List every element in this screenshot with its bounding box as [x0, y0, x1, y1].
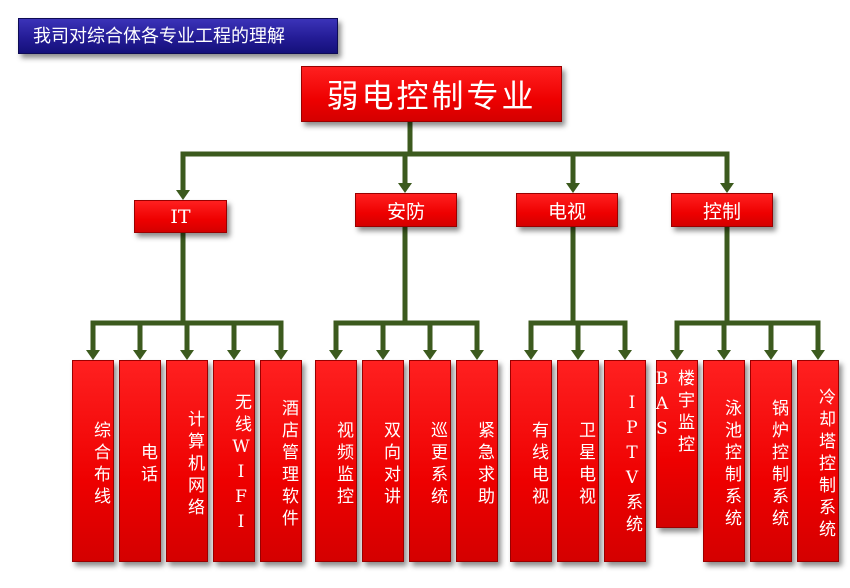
leaf-node: 视频监控 [315, 360, 357, 562]
leaf-node: 锅炉控制系统 [750, 360, 792, 562]
leaf-node: 综合布线 [72, 360, 114, 562]
arrow-head [524, 350, 538, 360]
arrow-head [329, 350, 343, 360]
leaf-node: 双向对讲 [362, 360, 404, 562]
category-node-tv: 电视 [516, 193, 618, 227]
leaf-node: 巡更系统 [409, 360, 451, 562]
category-node-security: 安防 [355, 193, 457, 227]
arrow-head [670, 350, 684, 360]
arrow-head [470, 350, 484, 360]
leaf-node: 楼宇监控BAS [652, 360, 698, 528]
arrow-head [376, 350, 390, 360]
leaf-node: 冷却塔控制系统 [797, 360, 839, 562]
leaf-node: 无线WIFI [213, 360, 255, 562]
leaf-node: 卫星电视 [557, 360, 599, 562]
arrow-head [618, 350, 632, 360]
arrow-head [86, 350, 100, 360]
arrow-head [180, 350, 194, 360]
arrow-head [423, 350, 437, 360]
leaf-node: 计算机网络 [166, 360, 208, 562]
arrow-head [176, 190, 190, 200]
leaf-node: 酒店管理软件 [260, 360, 302, 562]
arrow-head [717, 350, 731, 360]
arrow-head [764, 350, 778, 360]
category-node-it: IT [134, 200, 227, 233]
leaf-node: 泳池控制系统 [703, 360, 745, 562]
leaf-node: 有线电视 [510, 360, 552, 562]
arrow-head [566, 183, 580, 193]
arrow-head [720, 183, 734, 193]
arrow-head [227, 350, 241, 360]
arrow-head [274, 350, 288, 360]
root-node: 弱电控制专业 [301, 66, 562, 122]
arrow-head [571, 350, 585, 360]
leaf-node: 紧急求助 [456, 360, 498, 562]
leaf-node: IPTV系统 [604, 360, 646, 562]
leaf-node: 电话 [119, 360, 161, 562]
arrow-head [398, 183, 412, 193]
category-node-control: 控制 [671, 193, 773, 227]
title-banner: 我司对综合体各专业工程的理解 [18, 18, 338, 54]
arrow-head [811, 350, 825, 360]
arrow-head [133, 350, 147, 360]
